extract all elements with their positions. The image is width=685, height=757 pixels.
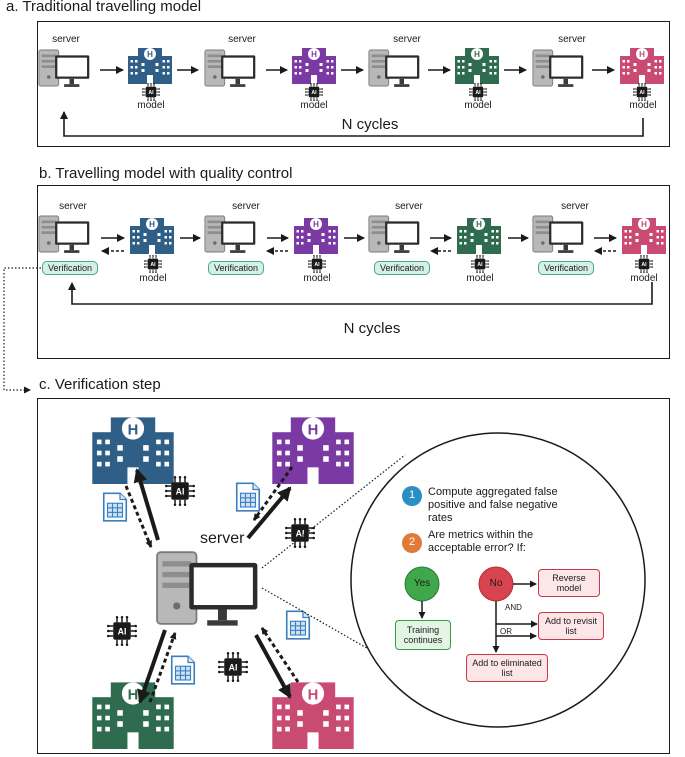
- ai-chip-icon: [469, 83, 487, 101]
- ai-chip-icon: [142, 83, 160, 101]
- server-label: server: [200, 530, 245, 547]
- server-icon: [368, 215, 420, 254]
- spreadsheet-icon: [235, 482, 261, 512]
- step-1-text: Compute aggregated false positive and fa…: [428, 486, 558, 525]
- hospital-icon: [455, 48, 499, 84]
- hospital-icon: [92, 417, 174, 484]
- model-label: model: [137, 100, 165, 111]
- server-label: server: [393, 34, 421, 45]
- server-icon: [156, 551, 259, 627]
- model-label: model: [630, 273, 658, 284]
- ai-chip-icon: [218, 652, 248, 682]
- ai-chip-icon: [305, 83, 323, 101]
- model-label: model: [139, 273, 167, 284]
- no-label: No: [489, 578, 503, 589]
- hospital-icon: [294, 218, 338, 254]
- spreadsheet-icon: [170, 655, 196, 685]
- or-label: OR: [500, 627, 512, 636]
- ai-chip-icon: [471, 255, 489, 273]
- model-label: model: [303, 273, 331, 284]
- training-continues-box: Training continues: [395, 620, 451, 650]
- hospital-icon: [622, 218, 666, 254]
- server-icon: [38, 215, 90, 254]
- panel-b-title: b. Travelling model with quality control: [39, 165, 293, 182]
- verification-badge: Verification: [208, 261, 264, 275]
- panel-c-diagram: [92, 417, 646, 749]
- step-1-number: 1: [408, 489, 416, 501]
- ai-chip-icon: [635, 255, 653, 273]
- server-icon: [204, 49, 256, 88]
- server-label: server: [395, 201, 423, 212]
- server-label: server: [232, 201, 260, 212]
- server-icon: [368, 49, 420, 88]
- hospital-icon: [128, 48, 172, 84]
- server-icon: [532, 215, 584, 254]
- verification-badge: Verification: [374, 261, 430, 275]
- step-1-badge: [402, 486, 422, 506]
- reverse-model-box: Reverse model: [538, 569, 600, 597]
- panel-c-box: [37, 398, 670, 754]
- verification-badge: Verification: [538, 261, 594, 275]
- ai-chip-icon: [107, 616, 137, 646]
- yes-label: Yes: [413, 578, 431, 589]
- panel-a-title: a. Traditional travelling model: [6, 0, 202, 15]
- ai-chip-icon: [633, 83, 651, 101]
- server-label: server: [561, 201, 589, 212]
- ai-chip-icon: [285, 518, 315, 548]
- verification-badge: Verification: [42, 261, 98, 275]
- panel-c-title: c. Verification step: [39, 376, 161, 393]
- eliminated-list-box: Add to eliminated list: [466, 654, 548, 682]
- server-icon: [204, 215, 256, 254]
- panel-b-box: [37, 185, 670, 359]
- model-label: model: [464, 100, 492, 111]
- spreadsheet-icon: [102, 492, 128, 522]
- and-label: AND: [505, 603, 522, 612]
- hospital-icon: [92, 682, 174, 749]
- server-label: server: [59, 201, 87, 212]
- server-label: server: [52, 34, 80, 45]
- panel-a-diagram: [38, 48, 664, 137]
- hospital-icon: [130, 218, 174, 254]
- spreadsheet-icon: [285, 610, 311, 640]
- step-2-number: 2: [408, 536, 416, 548]
- revisit-list-box: Add to revisit list: [538, 612, 604, 640]
- hospital-icon: [457, 218, 501, 254]
- server-label: server: [558, 34, 586, 45]
- panel-b-diagram: [3, 215, 666, 394]
- ai-chip-icon: [144, 255, 162, 273]
- model-label: model: [629, 100, 657, 111]
- hospital-icon: [292, 48, 336, 84]
- server-icon: [38, 49, 90, 88]
- panel-a-box: [37, 21, 670, 147]
- hospital-icon: [272, 682, 354, 749]
- hospital-icon: [620, 48, 664, 84]
- model-label: model: [300, 100, 328, 111]
- server-label: server: [228, 34, 256, 45]
- model-label: model: [466, 273, 494, 284]
- ai-chip-icon: [308, 255, 326, 273]
- hospital-icon: [272, 417, 354, 484]
- step-2-badge: [402, 533, 422, 553]
- server-icon: [532, 49, 584, 88]
- step-2-text: Are metrics within the acceptable error?…: [428, 529, 534, 555]
- n-cycles-label: N cycles: [343, 320, 401, 337]
- n-cycles-label: N cycles: [341, 116, 399, 133]
